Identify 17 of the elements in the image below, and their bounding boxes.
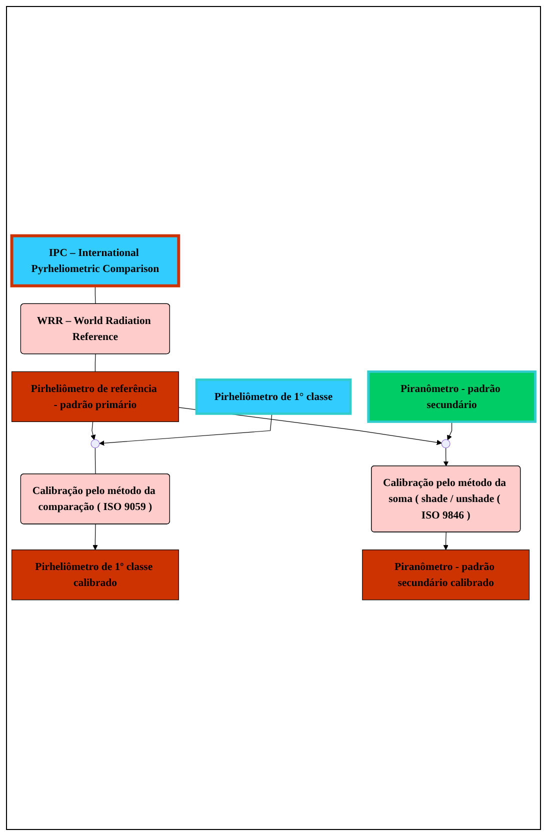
node-box: IPC – International Pyrheliometric Comparison [10,234,180,288]
arrow [447,422,452,440]
connector [94,286,96,304]
arrow [90,422,96,440]
node-box: Piranômetro - padrão secundário [367,370,536,424]
arrow [443,448,449,466]
arrow [443,532,448,550]
node-box: Pirheliômetro de 1º classe calibrado [11,550,179,600]
node-circle [90,439,100,448]
connector [94,448,96,475]
connector [94,354,96,372]
node-circle [441,439,450,448]
node-box: Pirheliômetro de referência - padrão primário [11,372,179,422]
arrow [92,524,98,550]
arrow [99,414,272,446]
node-box: Pirheliômetro de 1° classe [195,378,352,416]
node-box: Piranômetro - padrão secundário calibrado [362,550,530,600]
